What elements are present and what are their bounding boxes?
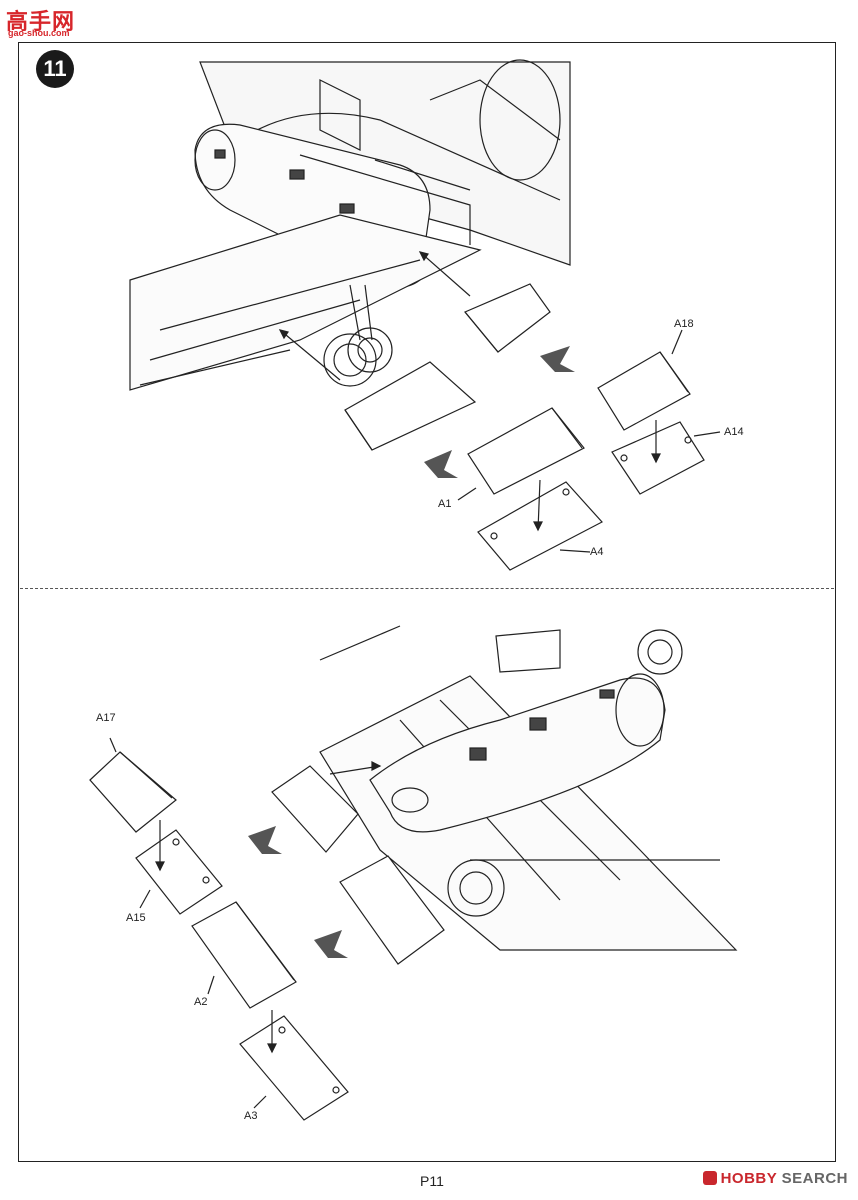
brand-red-text: HOBBY	[720, 1170, 777, 1187]
hobby-search-logo: HOBBY SEARCH	[702, 1170, 848, 1187]
part-label-a15: A15	[126, 912, 146, 924]
part-label-a18: A18	[674, 318, 694, 330]
part-label-a3: A3	[244, 1110, 258, 1122]
page-frame	[18, 42, 836, 1162]
watermark-logo: 高手网 gao-shou.com	[4, 4, 84, 40]
part-label-a17: A17	[96, 712, 116, 724]
part-label-a2: A2	[194, 996, 208, 1008]
watermark-url: gao-shou.com	[8, 28, 70, 38]
hobby-logo-icon	[702, 1171, 717, 1185]
part-label-a14: A14	[724, 426, 744, 438]
part-label-a1: A1	[438, 498, 452, 510]
step-number-badge: 11	[36, 50, 74, 88]
brand-gray-text: SEARCH	[781, 1170, 848, 1187]
watermark-text: 高手网	[6, 10, 76, 35]
section-divider	[20, 588, 834, 589]
part-label-a4: A4	[590, 546, 604, 558]
page-number: P11	[420, 1173, 444, 1189]
